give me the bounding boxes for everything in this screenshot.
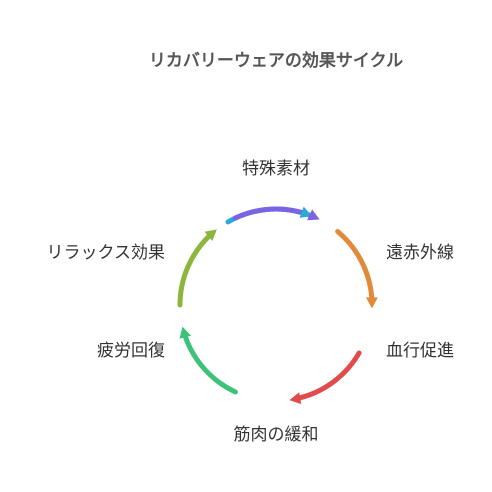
node-muscle-relief: 筋肉の緩和 xyxy=(234,425,319,445)
diagram-title: リカバリーウェアの効果サイクル xyxy=(149,50,403,71)
node-relaxation: リラックス効果 xyxy=(47,243,166,263)
arrowhead xyxy=(204,229,217,241)
arrowhead xyxy=(307,209,320,221)
arrow-fatigue-recovery-to-relaxation xyxy=(177,233,212,308)
arrow-relaxation-to-special-material xyxy=(232,206,313,221)
cycle-arrows xyxy=(177,206,378,405)
arrowhead xyxy=(289,392,302,405)
node-blood-flow: 血行促進 xyxy=(386,341,454,361)
arrow-blood-flow-to-muscle-relief xyxy=(296,350,362,401)
arrowhead xyxy=(179,326,192,339)
arrowhead xyxy=(299,206,312,218)
node-far-infrared: 遠赤外線 xyxy=(386,243,454,263)
arrow-far-infrared-to-blood-flow xyxy=(335,229,375,301)
arrowhead xyxy=(365,297,378,309)
arrow-muscle-relief-to-fatigue-recovery xyxy=(182,333,238,395)
node-fatigue-recovery: 疲労回復 xyxy=(97,341,165,361)
node-special-material: 特殊素材 xyxy=(242,159,310,179)
